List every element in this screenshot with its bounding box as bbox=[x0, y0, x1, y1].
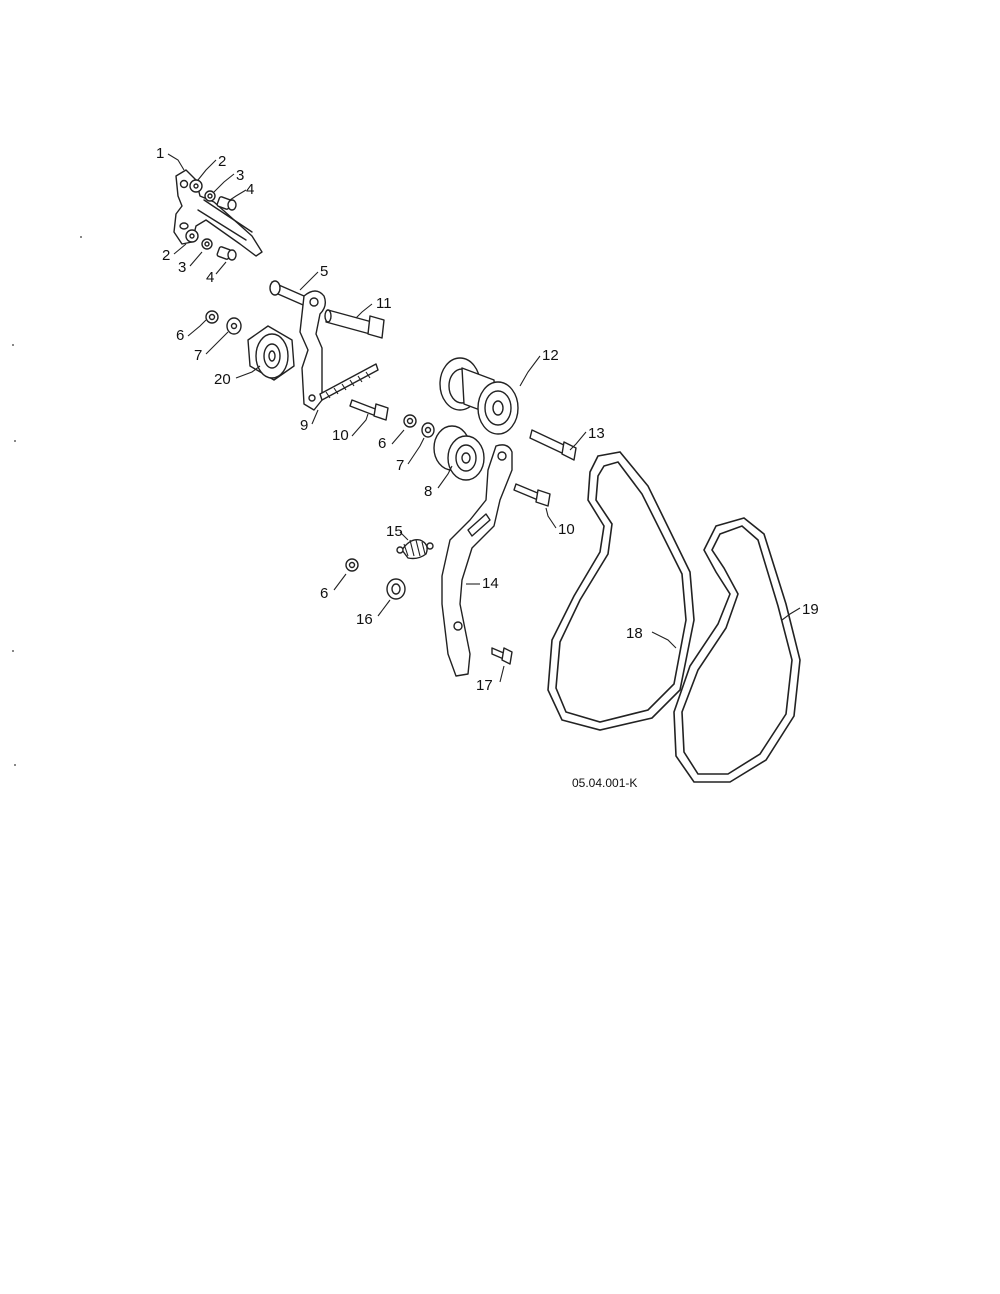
callout-18: 18 bbox=[626, 625, 643, 642]
spring-part-15 bbox=[396, 539, 434, 560]
nut-3-upper bbox=[204, 190, 216, 202]
callout-13: 13 bbox=[588, 425, 605, 442]
nut-3-lower bbox=[201, 238, 213, 250]
nut-6-upper bbox=[205, 310, 219, 324]
callout-labels: 1 2 3 4 2 3 4 5 11 6 7 20 9 10 12 6 7 8 … bbox=[156, 145, 819, 694]
belt-part-18 bbox=[547, 451, 695, 731]
pulley-part-8 bbox=[433, 425, 485, 481]
callout-2-upper: 2 bbox=[218, 153, 226, 170]
bolt-10-upper bbox=[349, 399, 389, 421]
drawing-code: 05.04.001-K bbox=[572, 776, 637, 790]
callout-3-lower: 3 bbox=[178, 259, 186, 276]
washer-2-upper bbox=[189, 179, 203, 193]
callout-4-upper: 4 bbox=[246, 181, 254, 198]
callout-6-upper: 6 bbox=[176, 327, 184, 344]
lever-arm-part-14 bbox=[441, 444, 513, 677]
bushing-part-16 bbox=[386, 578, 406, 600]
callout-4-lower: 4 bbox=[206, 269, 214, 286]
bolt-10-lower bbox=[513, 483, 551, 507]
callout-6-lower: 6 bbox=[320, 585, 328, 602]
callout-16: 16 bbox=[356, 611, 373, 628]
callout-20: 20 bbox=[214, 371, 231, 388]
callout-8: 8 bbox=[424, 483, 432, 500]
spring-on-arm bbox=[319, 363, 379, 401]
screw-4-upper bbox=[216, 196, 237, 211]
callout-5: 5 bbox=[320, 263, 328, 280]
callout-2-lower: 2 bbox=[162, 247, 170, 264]
screw-4-lower bbox=[216, 246, 237, 261]
nut-6-lower bbox=[345, 558, 359, 572]
page-specks bbox=[12, 236, 82, 766]
callout-10-lower: 10 bbox=[558, 521, 575, 538]
belt-part-19 bbox=[673, 517, 801, 783]
callout-1: 1 bbox=[156, 145, 164, 162]
callout-15: 15 bbox=[386, 523, 403, 540]
nut-6-middle bbox=[403, 414, 417, 428]
callout-14: 14 bbox=[482, 575, 499, 592]
callout-7-upper: 7 bbox=[194, 347, 202, 364]
pulley-part-20 bbox=[247, 325, 295, 381]
callout-19: 19 bbox=[802, 601, 819, 618]
leader-lines bbox=[167, 153, 801, 683]
callout-6-middle: 6 bbox=[378, 435, 386, 452]
callout-10-upper: 10 bbox=[332, 427, 349, 444]
bolt-part-17 bbox=[491, 647, 513, 665]
bolt-part-13 bbox=[529, 429, 577, 461]
callout-9: 9 bbox=[300, 417, 308, 434]
callout-17: 17 bbox=[476, 677, 493, 694]
callout-3-upper: 3 bbox=[236, 167, 244, 184]
washer-7-upper bbox=[226, 317, 242, 335]
pulley-part-12 bbox=[439, 357, 519, 435]
bolt-part-11 bbox=[324, 309, 385, 339]
callout-12: 12 bbox=[542, 347, 559, 364]
washer-2-lower bbox=[185, 229, 199, 243]
callout-7-middle: 7 bbox=[396, 457, 404, 474]
callout-11: 11 bbox=[376, 295, 392, 312]
washer-7-middle bbox=[421, 422, 435, 438]
idler-arm-part-9 bbox=[299, 290, 327, 411]
